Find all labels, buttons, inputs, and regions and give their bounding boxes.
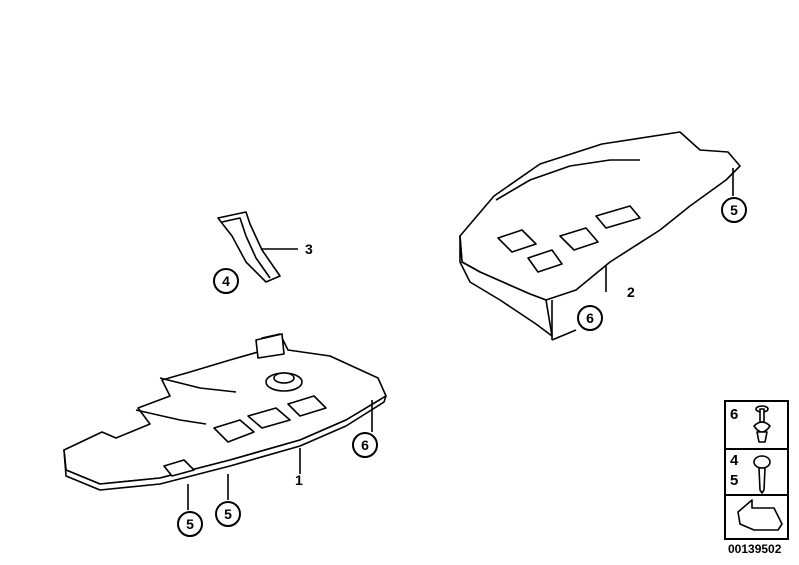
legend-number: 4 [730, 452, 739, 469]
legend-row-rivet: 6 [726, 402, 787, 450]
underbody-shield-part-2 [459, 131, 741, 341]
callout-part-2: 2 [627, 284, 635, 300]
callout-part-1: 1 [295, 472, 303, 488]
legend-number: 6 [730, 406, 739, 423]
callout-part-6-left: 6 [352, 432, 378, 458]
callout-part-5-top: 5 [721, 197, 747, 223]
callout-part-5-bottom-b: 5 [215, 501, 241, 527]
callout-part-3: 3 [305, 241, 313, 257]
legend-row-screw: 4 5 [726, 448, 787, 496]
legend-number: 5 [730, 472, 739, 489]
callout-part-6-right: 6 [577, 305, 603, 331]
bracket-part-3 [217, 211, 298, 283]
fastener-legend: 6 4 5 [724, 400, 789, 540]
legend-icons [737, 405, 783, 531]
callout-part-4: 4 [213, 268, 239, 294]
underbody-shield-part-1 [63, 333, 387, 510]
callout-part-5-bottom-a: 5 [177, 511, 203, 537]
document-number: 00139502 [728, 542, 782, 556]
